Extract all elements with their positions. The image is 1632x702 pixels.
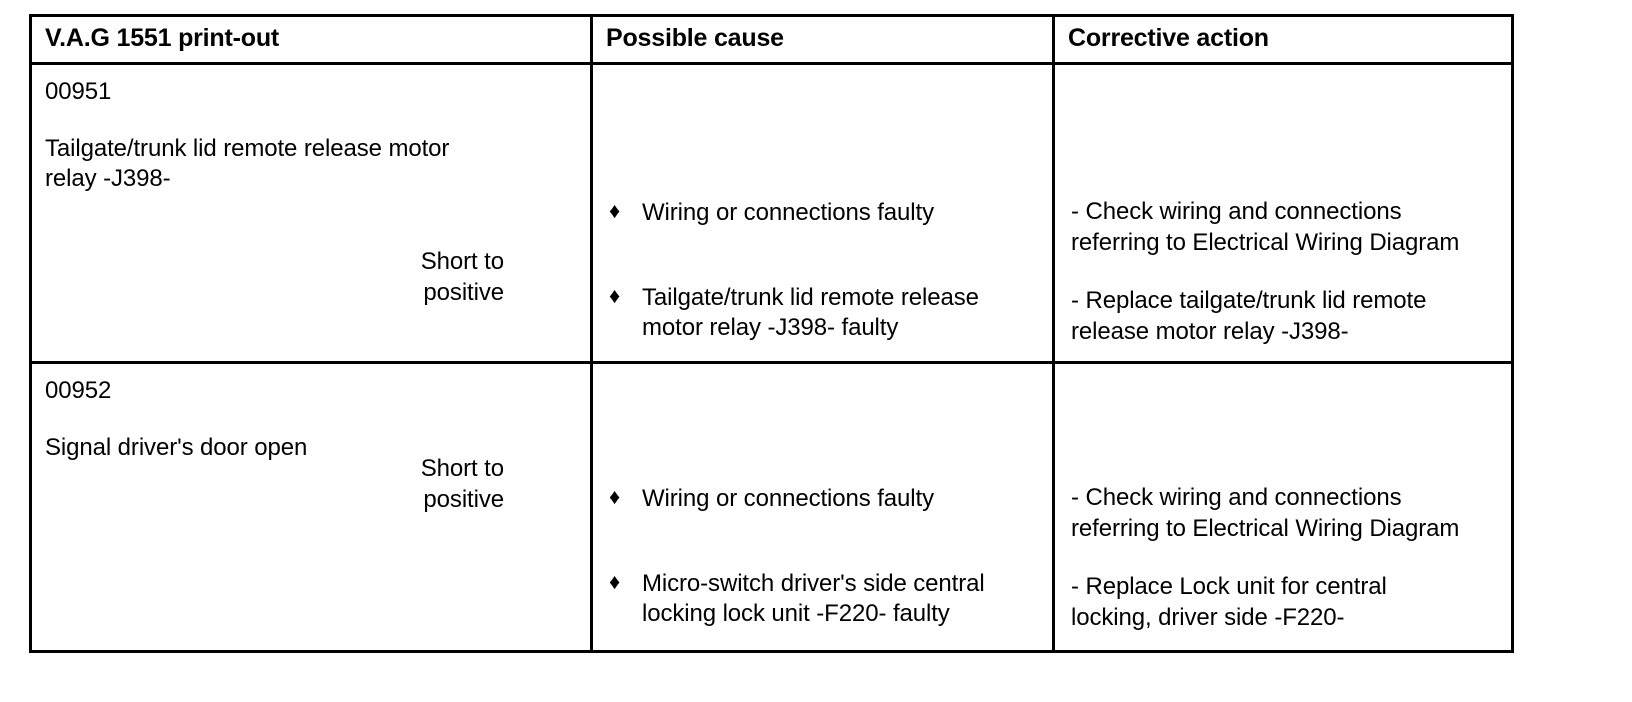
action-line-1: - Check wiring and connections — [1071, 198, 1402, 225]
column-header-possible-cause: Possible cause — [590, 14, 1055, 65]
table-row: 00952 Signal driver's door open Short to… — [29, 361, 1514, 653]
column-header-print-out: V.A.G 1551 print-out — [29, 14, 593, 65]
cause-line-1: Tailgate/trunk lid remote release — [642, 283, 979, 311]
corrective-action-content: - Check wiring and connections referring… — [1055, 364, 1511, 644]
cause-line-1: Wiring or connections faulty — [642, 485, 934, 512]
cell-print-out: 00952 Signal driver's door open Short to… — [29, 361, 593, 653]
list-item: - Check wiring and connections referring… — [1071, 197, 1501, 258]
possible-cause-content: ♦ Wiring or connections faulty ♦ Tailgat… — [593, 65, 1052, 354]
corrective-action-content: - Check wiring and connections referring… — [1055, 65, 1511, 358]
fault-code: 00951 — [45, 78, 112, 105]
signal-condition-line-1: Short to — [420, 248, 504, 275]
fault-description: Tailgate/trunk lid remote release motor … — [45, 134, 515, 195]
fault-description-line-2: relay -J398- — [45, 165, 171, 193]
print-out-content: 00952 Signal driver's door open Short to… — [32, 364, 590, 650]
possible-cause-content: ♦ Wiring or connections faulty ♦ Micro-s… — [593, 364, 1052, 640]
cell-corrective-action: - Check wiring and connections referring… — [1052, 361, 1514, 653]
action-line-2: release motor relay -J398- — [1071, 318, 1349, 346]
signal-condition-line-2: positive — [423, 278, 504, 306]
cause-line-1: Micro-switch driver's side central — [642, 569, 985, 597]
possible-cause-list: ♦ Wiring or connections faulty ♦ Tailgat… — [609, 198, 1040, 344]
fault-code-table-container: V.A.G 1551 print-out Possible cause Corr… — [29, 14, 1514, 653]
table-row: 00951 Tailgate/trunk lid remote release … — [29, 62, 1514, 364]
list-item: - Replace tailgate/trunk lid remote rele… — [1071, 286, 1501, 347]
action-line-2: referring to Electrical Wiring Diagram — [1071, 228, 1460, 256]
action-line-1: - Replace Lock unit for central — [1071, 573, 1387, 601]
diamond-bullet-icon: ♦ — [609, 568, 621, 594]
list-item: ♦ Wiring or connections faulty — [609, 198, 1040, 229]
signal-condition: Short to positive — [421, 247, 504, 308]
table-header: V.A.G 1551 print-out Possible cause Corr… — [29, 14, 1514, 65]
diamond-bullet-icon: ♦ — [609, 484, 621, 509]
diamond-bullet-icon: ♦ — [609, 198, 621, 223]
header-row: V.A.G 1551 print-out Possible cause Corr… — [29, 14, 1514, 65]
list-item: ♦ Micro-switch driver's side central loc… — [609, 569, 1040, 630]
cell-possible-cause: ♦ Wiring or connections faulty ♦ Tailgat… — [590, 62, 1055, 364]
diamond-bullet-icon: ♦ — [609, 282, 621, 308]
signal-condition-line-1: Short to — [420, 455, 504, 482]
corrective-action-list: - Check wiring and connections referring… — [1071, 197, 1501, 348]
action-line-2: referring to Electrical Wiring Diagram — [1071, 514, 1460, 542]
table-body: 00951 Tailgate/trunk lid remote release … — [29, 62, 1514, 653]
fault-code-table: V.A.G 1551 print-out Possible cause Corr… — [29, 14, 1514, 653]
list-item: ♦ Wiring or connections faulty — [609, 484, 1040, 515]
column-header-corrective-action-label: Corrective action — [1068, 24, 1269, 52]
signal-condition: Short to positive — [421, 454, 504, 515]
action-line-2: locking, driver side -F220- — [1071, 604, 1345, 632]
column-header-possible-cause-label: Possible cause — [606, 24, 784, 52]
column-header-corrective-action: Corrective action — [1052, 14, 1514, 65]
cell-corrective-action: - Check wiring and connections referring… — [1052, 62, 1514, 364]
column-header-print-out-label: V.A.G 1551 print-out — [45, 24, 280, 52]
fault-description: Signal driver's door open — [45, 433, 515, 464]
cause-line-2: locking lock unit -F220- faulty — [642, 600, 950, 628]
action-line-1: - Check wiring and connections — [1071, 484, 1402, 511]
possible-cause-list: ♦ Wiring or connections faulty ♦ Micro-s… — [609, 484, 1040, 630]
signal-condition-line-2: positive — [423, 485, 504, 513]
cell-print-out: 00951 Tailgate/trunk lid remote release … — [29, 62, 593, 364]
cause-line-2: motor relay -J398- faulty — [642, 314, 899, 342]
list-item: ♦ Tailgate/trunk lid remote release moto… — [609, 283, 1040, 344]
fault-code: 00952 — [45, 377, 112, 404]
print-out-content: 00951 Tailgate/trunk lid remote release … — [32, 65, 590, 361]
fault-description-line-1: Signal driver's door open — [45, 433, 308, 461]
fault-description-line-1: Tailgate/trunk lid remote release motor — [45, 134, 450, 162]
list-item: - Replace Lock unit for central locking,… — [1071, 572, 1501, 633]
list-item: - Check wiring and connections referring… — [1071, 483, 1501, 544]
corrective-action-list: - Check wiring and connections referring… — [1071, 483, 1501, 634]
cause-line-1: Wiring or connections faulty — [642, 199, 934, 226]
cell-possible-cause: ♦ Wiring or connections faulty ♦ Micro-s… — [590, 361, 1055, 653]
action-line-1: - Replace tailgate/trunk lid remote — [1071, 287, 1427, 315]
